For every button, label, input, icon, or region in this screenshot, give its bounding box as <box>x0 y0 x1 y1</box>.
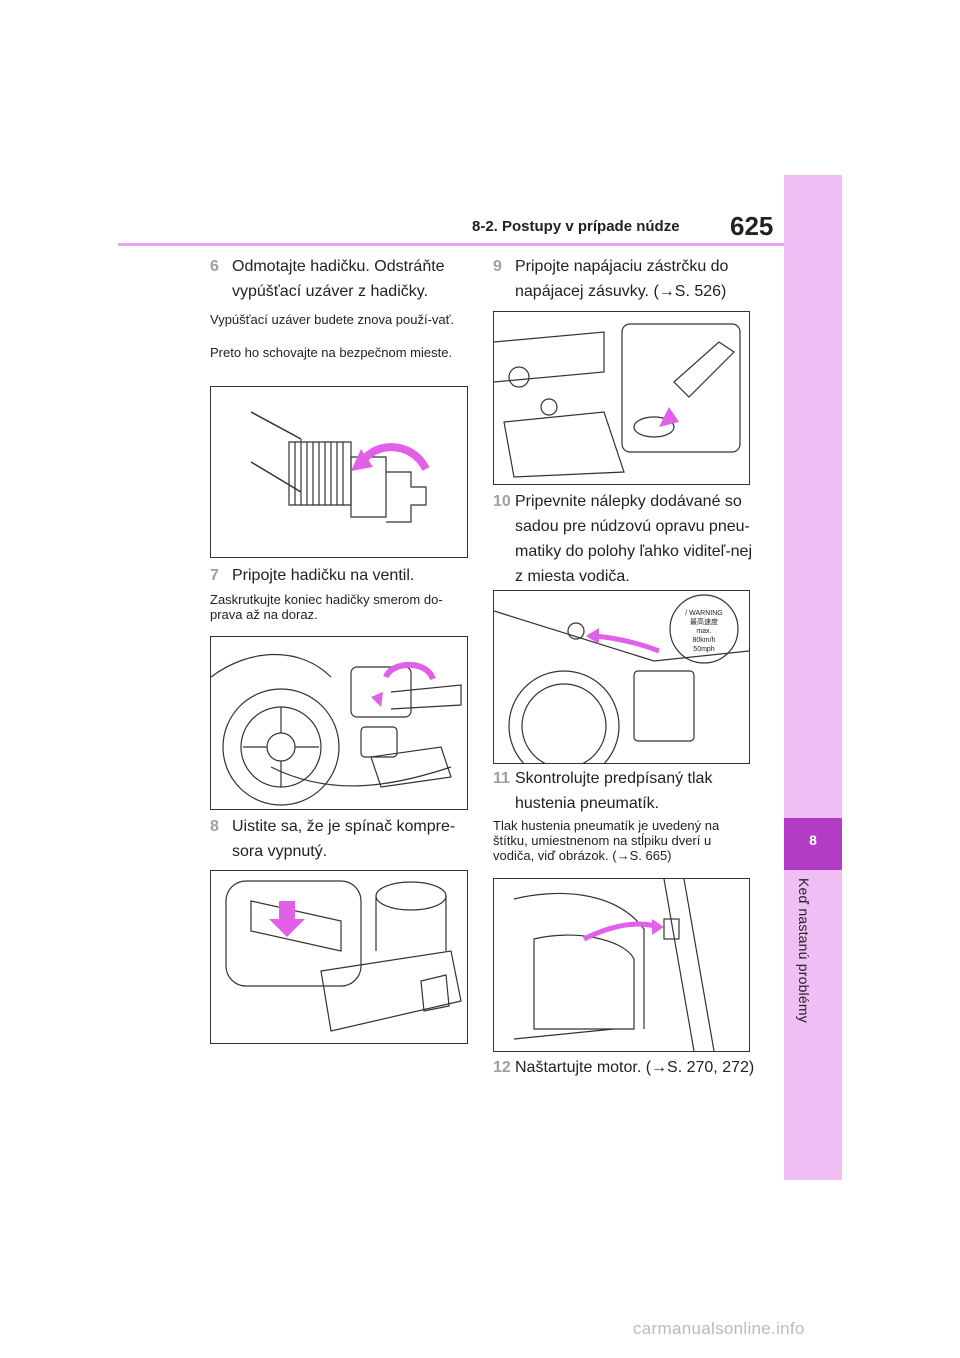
step-number: 12 <box>493 1059 511 1076</box>
step-text: Naštartujte motor. (→S. 270, 272) <box>515 1059 755 1076</box>
step-text: Pripojte hadičku na ventil. <box>232 567 415 584</box>
step-number: 9 <box>493 258 502 275</box>
step-10: 10 Pripevnite nálepky dodávané so sadou … <box>493 489 763 589</box>
step-number: 8 <box>210 818 219 835</box>
figure-sticker-location: / WARNING 最高速度 max. 80km/h 50mph <box>493 590 750 764</box>
step-number: 7 <box>210 567 219 584</box>
step-number: 10 <box>493 493 511 510</box>
header-rule <box>118 243 784 246</box>
step-number: 6 <box>210 258 219 275</box>
page-number: 625 <box>730 211 774 241</box>
sticker-mph: 50mph <box>693 646 715 653</box>
sticker-max: max. <box>696 628 712 635</box>
step-11-note: Tlak hustenia pneumatík je uvedený na št… <box>493 818 720 863</box>
step-7: 7 Pripojte hadičku na ventil. <box>210 563 470 588</box>
sticker-title: / WARNING <box>685 610 723 617</box>
sticker-kanji: 最高速度 <box>690 619 718 626</box>
step-11: 11 Skontrolujte predpísaný tlak hustenia… <box>493 766 763 816</box>
step-6: 6 Odmotajte hadičku. Odstráňte vypúšťací… <box>210 254 470 304</box>
chapter-tab-top <box>784 175 842 818</box>
figure-hose-valve <box>210 636 468 810</box>
chapter-tab-bottom <box>784 870 842 1180</box>
step-7-note: Zaskrutkujte koniec hadičky smerom do-pr… <box>210 592 443 622</box>
step-text: Pripojte napájaciu zástrčku do napájacej… <box>515 258 729 300</box>
step-text: Uistite sa, že je spínač kompre-sora vyp… <box>232 818 456 860</box>
step-text: Pripevnite nálepky dodávané so sadou pre… <box>515 493 753 585</box>
step-6-note-1: Vypúšťací uzáver budete znova použí-vať. <box>210 312 455 327</box>
watermark: carmanualsonline.info <box>633 1319 805 1338</box>
figure-hose-cap <box>210 386 468 558</box>
section-title: 8-2. Postupy v prípade núdze <box>472 218 680 235</box>
chapter-title: Keď nastanú problémy <box>796 878 812 1023</box>
step-text: Skontrolujte predpísaný tlak hustenia pn… <box>515 770 713 812</box>
step-12: 12 Naštartujte motor. (→S. 270, 272) <box>493 1055 763 1080</box>
step-9: 9 Pripojte napájaciu zástrčku do napájac… <box>493 254 763 304</box>
step-text: Odmotajte hadičku. Odstráňte vypúšťací u… <box>232 258 445 300</box>
step-8: 8 Uistite sa, že je spínač kompre-sora v… <box>210 814 470 864</box>
sticker-kmh: 80km/h <box>692 637 716 644</box>
figure-door-pillar <box>493 878 750 1052</box>
chapter-number: 8 <box>809 832 817 848</box>
figure-power-socket <box>493 311 750 485</box>
figure-compressor-switch <box>210 870 468 1044</box>
step-6-note-2: Preto ho schovajte na bezpečnom mieste. <box>210 345 453 360</box>
step-number: 11 <box>493 770 510 787</box>
chapter-tab-marker <box>784 818 842 870</box>
